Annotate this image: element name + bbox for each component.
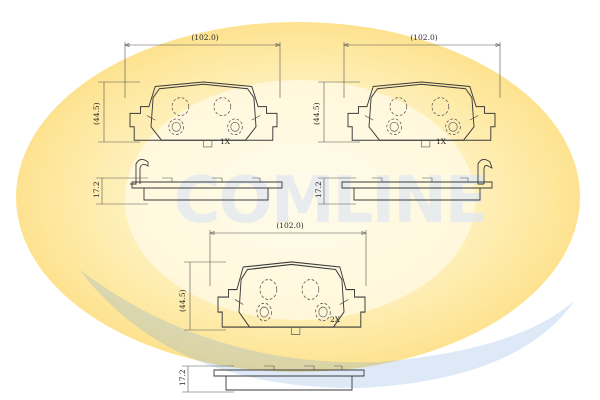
top-left-height-dimension: (44.5) xyxy=(92,102,101,125)
bottom-side-profile: 17.2 xyxy=(178,365,365,393)
bottom-profile-body xyxy=(213,365,365,391)
top-right-view: (102.0) (44.5) 1X xyxy=(312,33,501,148)
bottom-height-dimension: (44.5) xyxy=(178,289,187,312)
comline-watermark: COMLINE xyxy=(16,22,580,389)
right-profile-body xyxy=(341,177,493,201)
right-side-profile: 17.2 xyxy=(314,159,493,205)
right-profile-clip xyxy=(477,159,493,185)
bottom-width-dimension: (102.0) xyxy=(276,221,303,230)
top-left-quantity-label: 1X xyxy=(220,137,231,146)
top-left-width-dimension: (102.0) xyxy=(191,33,218,42)
top-right-height-dimension: (44.5) xyxy=(312,102,321,125)
top-left-view: (102.0) (44.5) 1X xyxy=(92,33,281,148)
bottom-profile-thickness-dimension: 17.2 xyxy=(178,369,187,386)
left-profile-thickness-dimension: 17.2 xyxy=(92,181,101,198)
top-right-width-dimension: (102.0) xyxy=(410,33,437,42)
watermark-brand-text: COMLINE xyxy=(174,164,487,238)
bottom-view: (102.0) (44.5) 2X xyxy=(178,221,367,336)
left-side-profile: 17.2 xyxy=(92,159,283,205)
watermark-blue-swoosh xyxy=(80,270,575,389)
right-profile-thickness-dimension: 17.2 xyxy=(314,181,323,198)
left-profile-clip xyxy=(130,159,149,185)
left-profile-body xyxy=(131,177,283,201)
bottom-quantity-label: 2X xyxy=(330,315,341,324)
top-right-quantity-label: 1X xyxy=(436,137,447,146)
